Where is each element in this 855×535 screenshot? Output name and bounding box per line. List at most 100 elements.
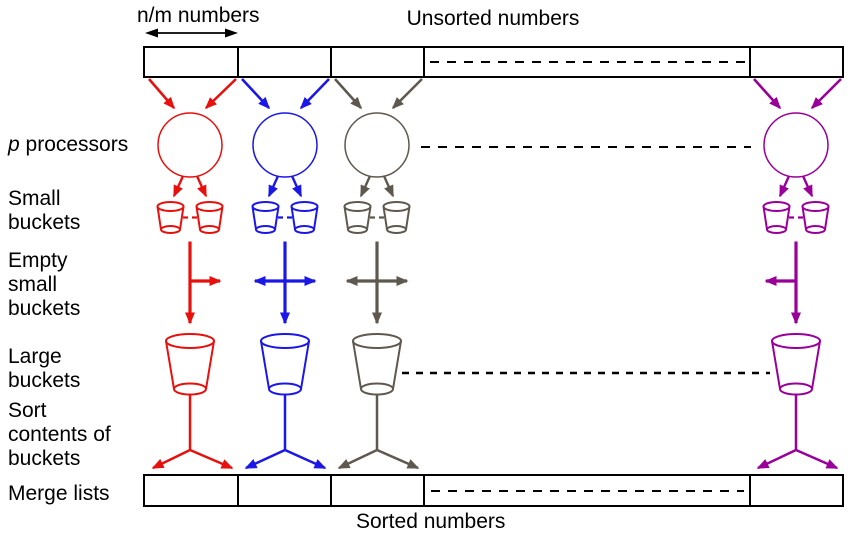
merge-arrow-left — [151, 448, 191, 470]
small-cup-rim — [343, 201, 372, 212]
unsorted-numbers-label: Unsorted numbers — [406, 7, 580, 30]
large-bucket — [165, 333, 215, 396]
processor-circle — [252, 112, 318, 178]
processor-circle — [763, 112, 829, 178]
large-bucket — [352, 333, 402, 396]
to-small-bucket-arrow-left — [359, 175, 372, 198]
distribute-arrow-right — [391, 78, 423, 110]
small-cup-base — [347, 225, 368, 234]
small-cup-base — [386, 225, 407, 234]
large-bucket-side-right — [205, 340, 215, 390]
distribute-arrow-right — [810, 78, 842, 110]
small-cup-base — [766, 225, 787, 234]
large-bucket-side-right — [300, 340, 310, 390]
small-cup-side-right — [366, 206, 372, 230]
small-cup-side-left — [343, 206, 349, 230]
processor-circle — [344, 112, 410, 178]
to-small-bucket-arrow-left — [267, 175, 280, 198]
merge-arrow-right — [284, 448, 327, 470]
large-bucket-side-left — [165, 340, 175, 390]
small-cup-side-left — [156, 206, 162, 230]
merge-arrow-right — [189, 448, 234, 470]
large-bucket-side-left — [352, 340, 362, 390]
nm-span-arrow — [145, 28, 238, 38]
unsorted-array — [143, 46, 844, 78]
small-cup-side-left — [251, 206, 257, 230]
distribute-arrow-left — [148, 78, 175, 110]
p-count-symbol: p — [8, 133, 20, 156]
sort-contents-label: Sort contents of buckets — [8, 399, 111, 470]
sorted-array — [143, 474, 844, 507]
small-cup-side-right — [274, 206, 280, 230]
small-bucket-cup — [251, 201, 280, 234]
merge-arrow-left — [756, 448, 797, 470]
small-cup-side-left — [762, 206, 768, 230]
to-small-bucket-arrow-right — [195, 175, 208, 198]
small-cup-base — [199, 225, 220, 234]
small-cup-rim — [195, 201, 224, 212]
distribute-arrow-right — [204, 78, 237, 110]
small-cup-side-right — [179, 206, 185, 230]
merge-arrow-right — [376, 448, 420, 470]
small-cup-rim — [801, 201, 830, 212]
small-bucket-cup — [195, 201, 224, 234]
small-cup-base — [255, 225, 276, 234]
merge-arrow-left — [337, 448, 378, 470]
distribute-arrow-right — [299, 78, 330, 110]
static-black-layer — [143, 46, 844, 507]
large-bucket-side-left — [771, 340, 781, 390]
small-cup-side-left — [290, 206, 296, 230]
nm-arrowhead-left — [145, 28, 158, 38]
processor-circle — [157, 112, 223, 178]
merge-lists-label: Merge lists — [8, 482, 110, 505]
large-bucket-base — [173, 382, 207, 396]
small-cup-rim — [290, 201, 319, 212]
small-cup-side-right — [785, 206, 791, 230]
small-cup-base — [160, 225, 181, 234]
large-bucket-base — [779, 382, 813, 396]
distribute-arrow-left — [334, 78, 363, 110]
large-bucket-base — [268, 382, 302, 396]
small-cup-rim — [382, 201, 411, 212]
small-bucket-cup — [801, 201, 830, 234]
small-cup-side-right — [405, 206, 411, 230]
p-processors-label: p processors — [8, 133, 128, 157]
small-cup-side-right — [313, 206, 319, 230]
large-bucket-rim — [352, 333, 402, 349]
nm-arrowhead-right — [225, 28, 238, 38]
merge-arrow-left — [244, 448, 286, 470]
small-buckets-label: Small buckets — [8, 187, 81, 234]
large-bucket-rim — [260, 333, 310, 349]
to-small-bucket-arrow-right — [382, 175, 395, 198]
large-bucket-base — [360, 382, 394, 396]
small-bucket-cup — [382, 201, 411, 234]
to-small-bucket-arrow-right — [290, 175, 303, 198]
small-cup-side-left — [382, 206, 388, 230]
to-small-bucket-arrow-left — [172, 175, 185, 198]
sorted-numbers-label: Sorted numbers — [356, 510, 506, 533]
distribute-arrow-left — [753, 78, 782, 110]
large-bucket — [771, 333, 821, 396]
large-bucket-side-right — [811, 340, 821, 390]
small-cup-side-left — [801, 206, 807, 230]
large-bucket-rim — [771, 333, 821, 349]
column-processor-2 — [241, 78, 330, 470]
small-cup-base — [805, 225, 826, 234]
to-small-bucket-arrow-right — [801, 175, 814, 198]
column-processor-3 — [334, 78, 423, 470]
small-cup-rim — [251, 201, 280, 212]
small-bucket-cup — [343, 201, 372, 234]
large-bucket-side-left — [260, 340, 270, 390]
large-bucket — [260, 333, 310, 396]
to-small-bucket-arrow-left — [778, 175, 791, 198]
nm-numbers-label: n/m numbers — [137, 4, 260, 27]
processors-word: processors — [19, 133, 129, 156]
small-bucket-cup — [156, 201, 185, 234]
merge-arrow-right — [795, 448, 839, 470]
column-processor-p — [753, 78, 842, 470]
large-buckets-label: Large buckets — [8, 345, 81, 392]
small-bucket-cup — [762, 201, 791, 234]
column-processor-1 — [148, 78, 237, 470]
